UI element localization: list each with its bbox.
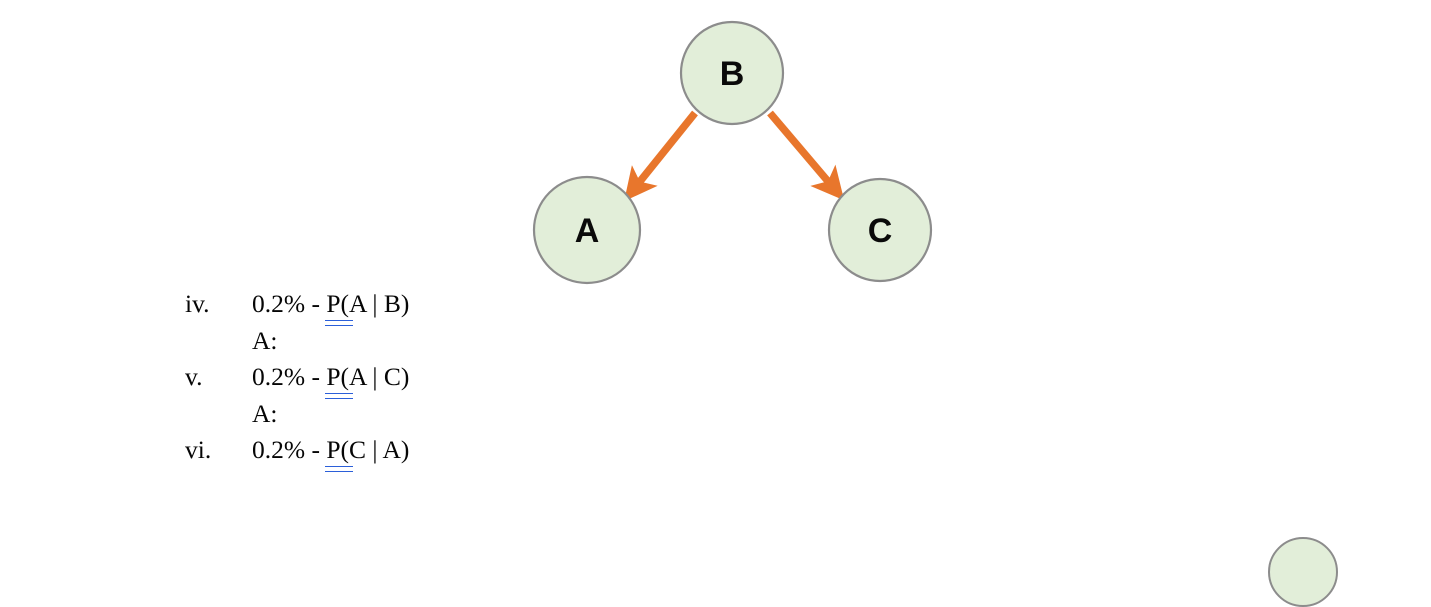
answer-label: A: [252,325,278,355]
list-text[interactable]: A: [252,323,605,360]
node-a[interactable]: A [532,175,642,285]
list-marker: v. [185,362,203,391]
probability-prefix: 0.2% - [252,289,327,318]
list-text[interactable]: A: [252,396,605,433]
grammar-flagged-token[interactable]: P( [325,286,353,325]
node-c[interactable]: C [827,177,933,283]
list-text[interactable]: 0.2% - P(A | B) [252,286,605,325]
probability-prefix: 0.2% - [252,435,327,464]
list-item[interactable]: v. 0.2% - P(A | C) [185,359,605,398]
edge-b-to-a[interactable] [624,110,698,202]
probability-expression: C | A) [349,435,410,464]
grammar-flagged-token[interactable]: P( [325,359,353,398]
list-marker: vi. [185,435,212,464]
node-b-circle[interactable] [679,20,785,126]
list-text[interactable]: 0.2% - P(A | C) [252,359,605,398]
list-text[interactable]: 0.2% - P(C | A) [252,432,605,471]
probability-expression: A | B) [349,289,410,318]
answer-label: A: [252,398,278,428]
edge-b-to-c[interactable] [767,110,845,201]
list-item[interactable]: A: [185,396,605,433]
node-a-circle[interactable] [532,175,642,285]
node-b[interactable]: B [679,20,785,126]
list-marker: iv. [185,289,210,318]
list-item[interactable]: vi. 0.2% - P(C | A) [185,432,605,471]
probability-expression: A | C) [349,362,410,391]
list-item[interactable]: A: [185,323,605,360]
question-list: iv. 0.2% - P(A | B) A: v. 0.2% - P(A | C… [185,286,605,471]
grammar-flagged-token[interactable]: P( [325,432,353,471]
clipped-node-circle[interactable] [1268,537,1338,607]
node-c-circle[interactable] [827,177,933,283]
probability-prefix: 0.2% - [252,362,327,391]
list-item[interactable]: iv. 0.2% - P(A | B) [185,286,605,325]
